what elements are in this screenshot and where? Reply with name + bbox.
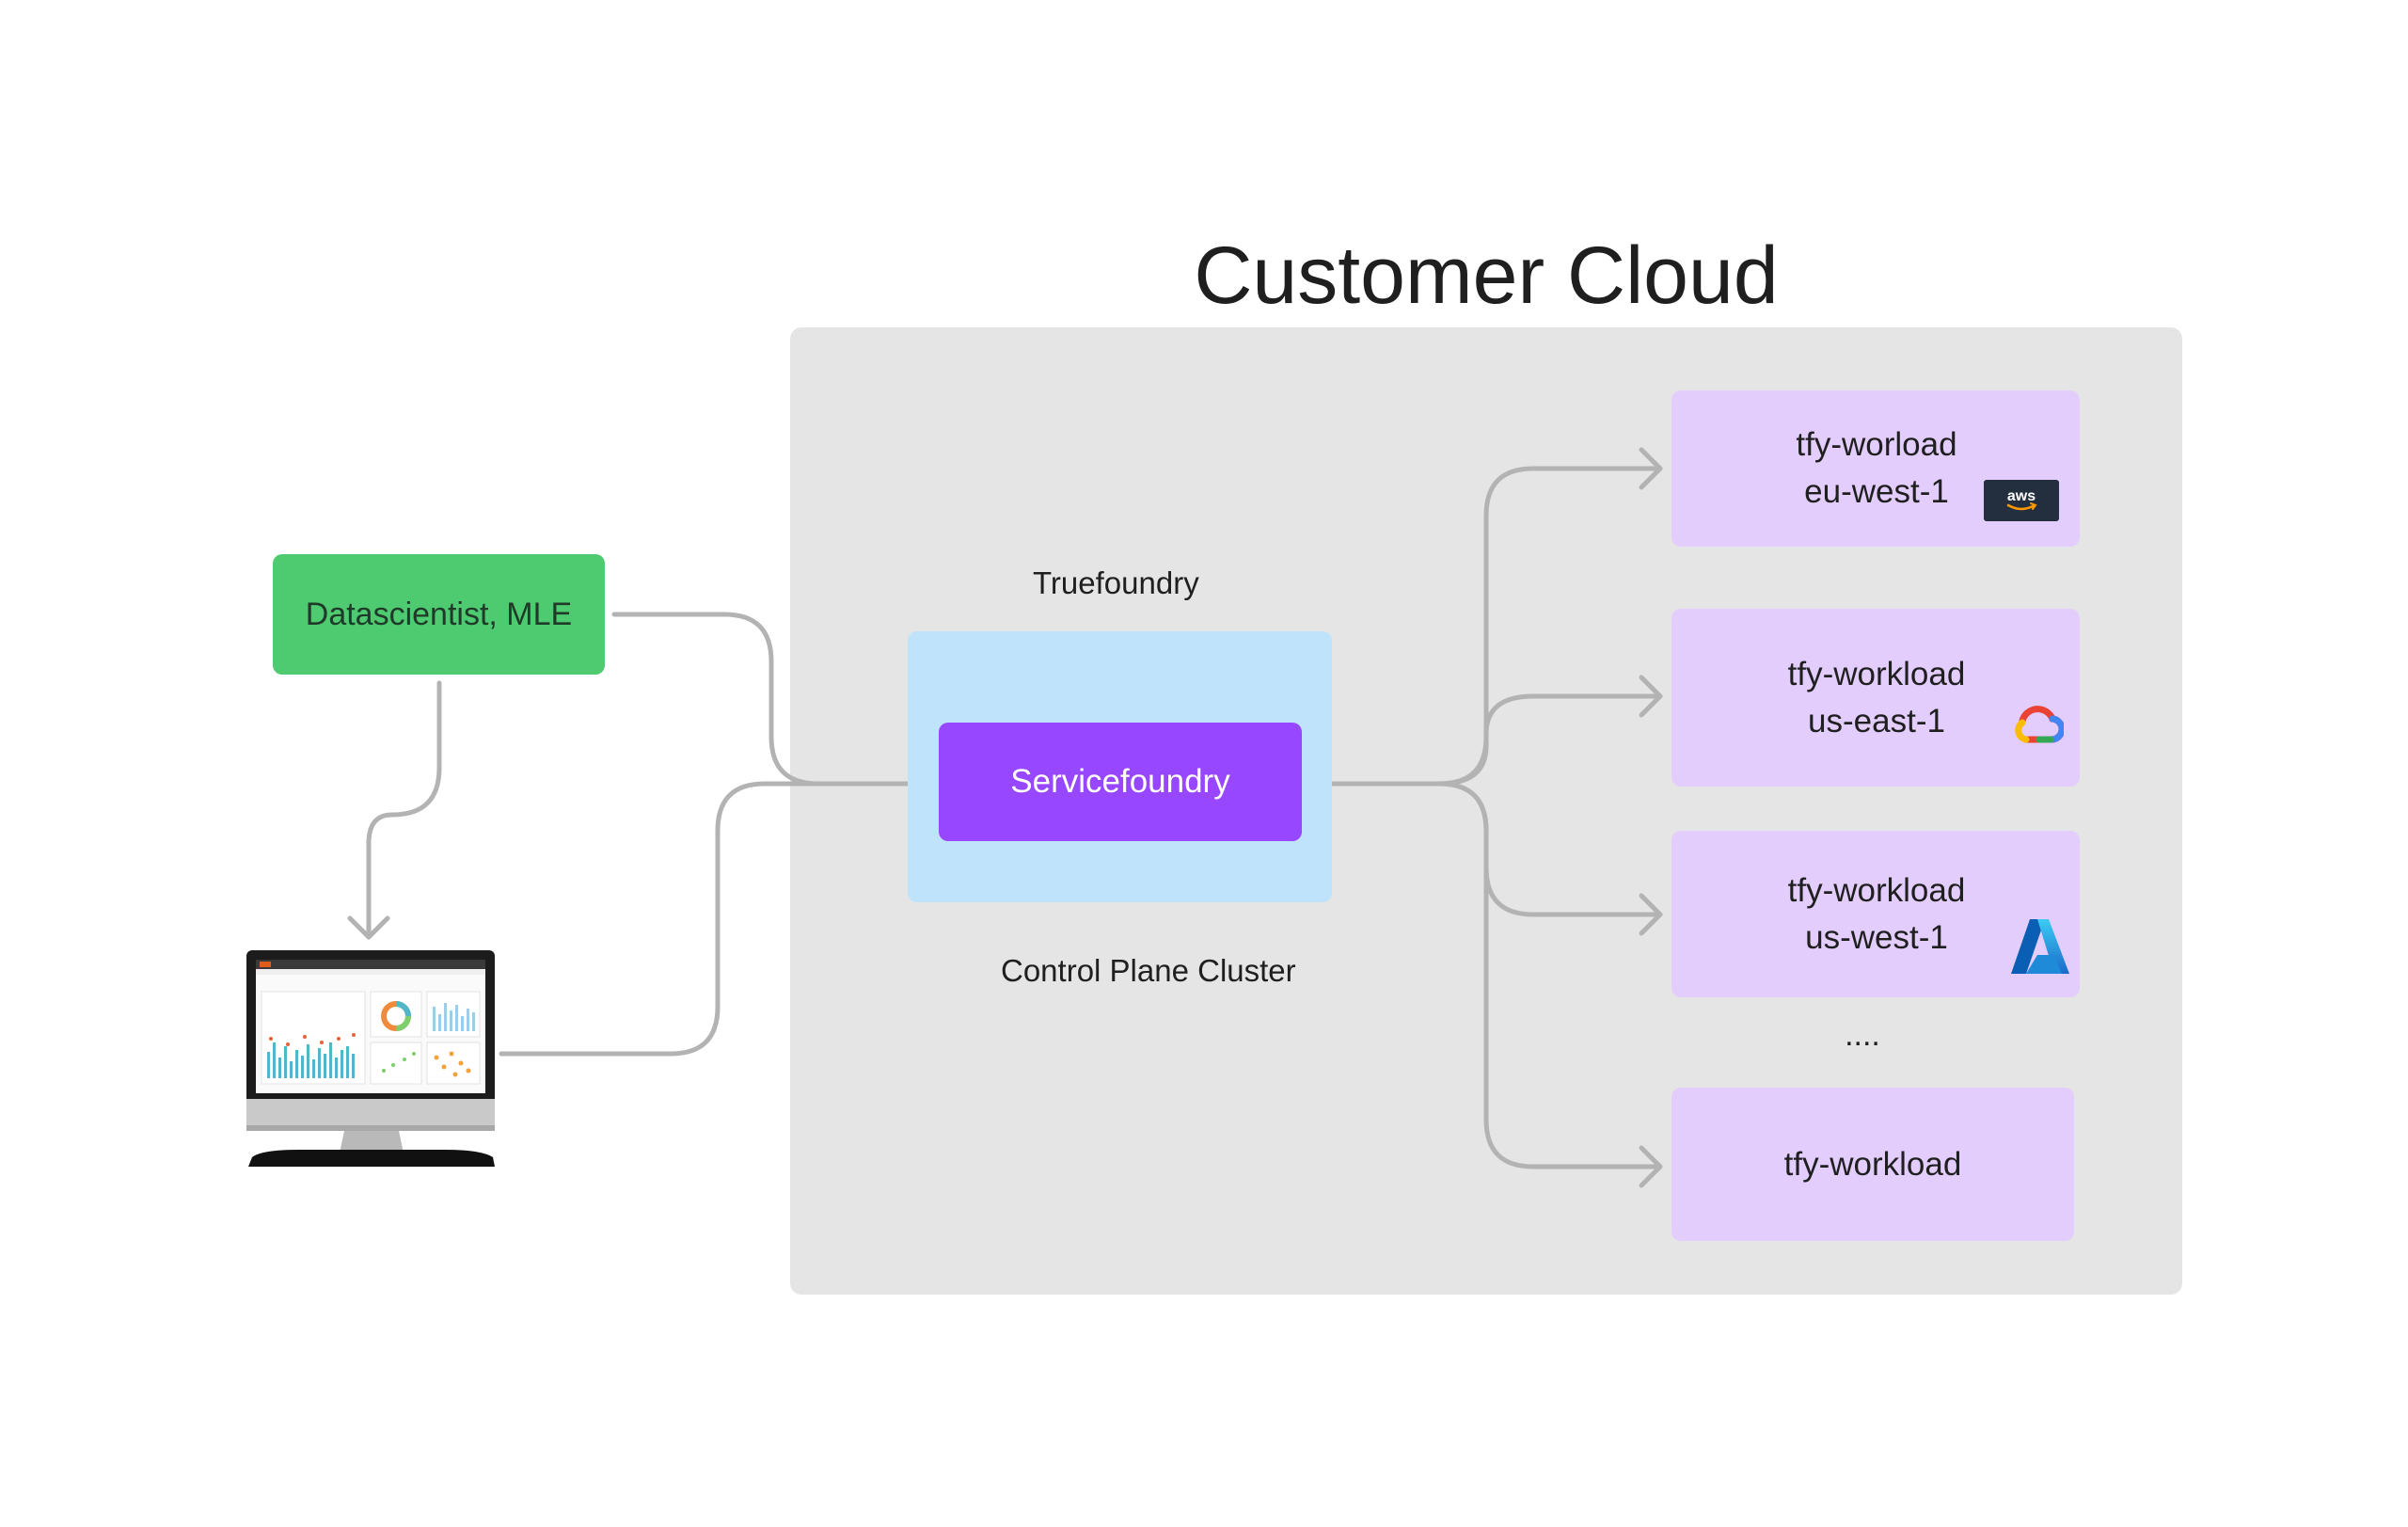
arrowhead-workstation — [347, 915, 390, 940]
servicefoundry-node: Servicefoundry — [939, 723, 1302, 841]
workload-text-generic: tfy-workload — [1671, 1088, 2074, 1241]
connector-to-workload-2 — [1436, 693, 1663, 787]
truefoundry-label: Truefoundry — [1033, 565, 1199, 600]
datascientist-node: Datascientist, MLE — [273, 554, 605, 675]
arrowhead-workload-3 — [1639, 893, 1663, 936]
workload-node-generic — [1671, 1088, 2074, 1241]
workload-region: eu-west-1 — [1804, 473, 1949, 510]
aws-logo-text: aws — [2007, 488, 2036, 504]
workload-name: tfy-workload — [1787, 872, 1966, 909]
azure-logo-icon — [2011, 919, 2069, 974]
workload-node-us-east-1 — [1671, 609, 2080, 787]
workload-name: tfy-workload — [1787, 656, 1966, 692]
workload-region: us-east-1 — [1808, 703, 1945, 740]
connector-to-workload-3 — [1436, 781, 1663, 917]
workload-region: us-west-1 — [1805, 919, 1948, 956]
diagram-title: Customer Cloud — [1194, 231, 1779, 321]
datascientist-label: Datascientist, MLE — [305, 596, 573, 632]
google-cloud-logo-icon — [2015, 706, 2064, 743]
arrowhead-workload-1 — [1639, 447, 1663, 490]
workload-text-us-east-1: tfy-workload us-east-1 — [1740, 651, 2013, 745]
workload-name: tfy-worload — [1796, 426, 1957, 463]
arrowhead-workload-4 — [1639, 1145, 1663, 1188]
connector-user-to-servicefoundry — [611, 612, 936, 787]
control-plane-cluster-label: Control Plane Cluster — [1001, 953, 1296, 988]
connector-to-workload-4 — [1436, 781, 1663, 1169]
aws-logo-icon: aws — [1984, 480, 2059, 521]
arrowhead-workload-2 — [1639, 675, 1663, 718]
workload-text-us-west-1: tfy-workload us-west-1 — [1740, 867, 2013, 962]
workload-text-eu-west-1: tfy-worload eu-west-1 — [1740, 422, 2013, 516]
more-workloads-ellipsis: .... — [1845, 1017, 1880, 1053]
connector-workstation-to-servicefoundry — [499, 781, 936, 1057]
servicefoundry-label: Servicefoundry — [1010, 763, 1230, 800]
connector-user-to-workstation — [366, 680, 442, 940]
workload-name: tfy-workload — [1783, 1145, 1962, 1183]
workstation-monitor-icon — [246, 950, 495, 1167]
workload-node-us-west-1 — [1671, 831, 2080, 997]
